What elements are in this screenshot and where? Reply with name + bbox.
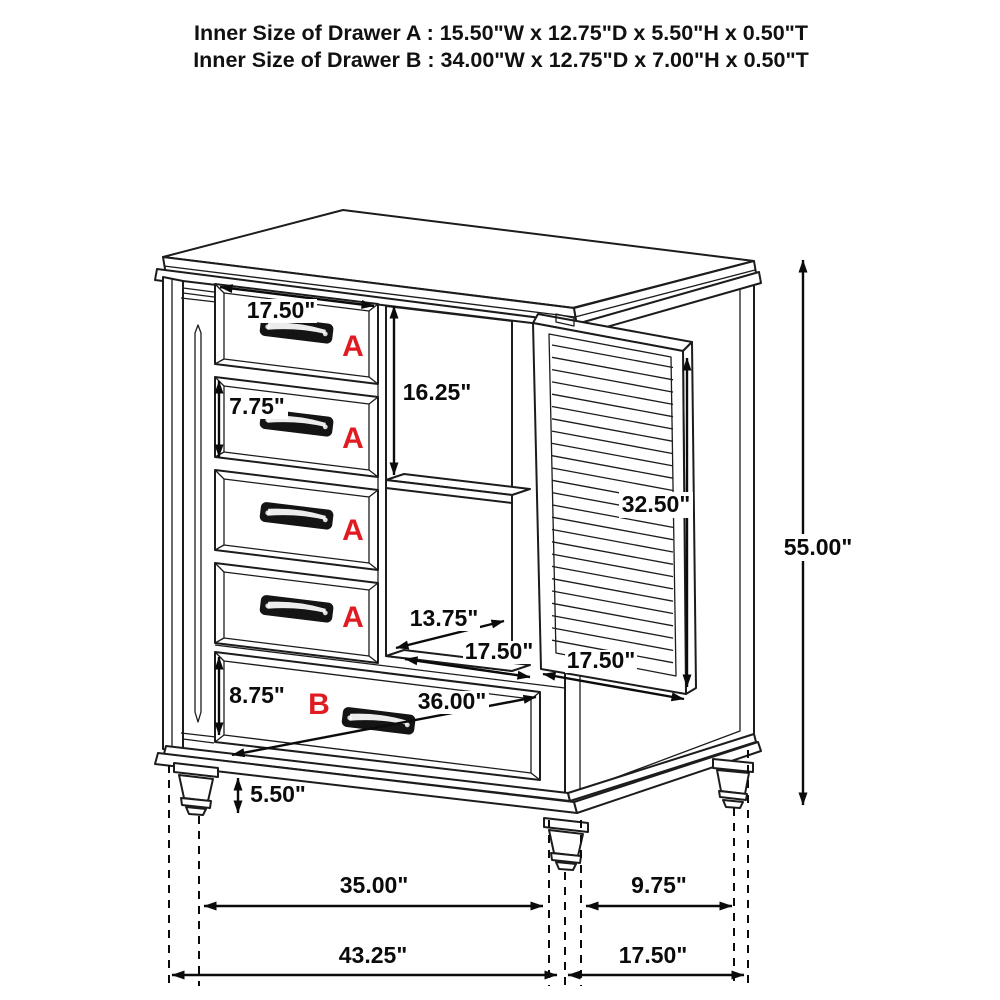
label-drawer-b: B <box>308 688 330 721</box>
dim-overall-width: 43.25" <box>339 942 407 968</box>
extension-lines <box>168 750 749 986</box>
back-right-leg <box>712 758 754 809</box>
dim-drawer-a-width: 17.50" <box>247 297 315 323</box>
label-drawer-a-3: A <box>342 514 364 547</box>
front-left-leg <box>173 762 219 816</box>
dimension-arrows <box>171 259 808 980</box>
dim-drawer-a-height: 7.75" <box>229 393 285 419</box>
dim-compartment-depth: 13.75" <box>410 605 478 631</box>
dim-overall-depth: 17.50" <box>619 942 687 968</box>
louvered-door <box>532 313 697 695</box>
dim-upper-compartment-height: 16.25" <box>403 379 471 405</box>
dim-drawer-b-width: 36.00" <box>418 688 486 714</box>
base-molding <box>154 733 762 814</box>
dim-leg-height: 5.50" <box>250 781 306 807</box>
label-drawer-a-1: A <box>342 330 364 363</box>
dim-door-height: 32.50" <box>622 491 690 517</box>
dimension-labels: 17.50" 7.75" 16.25" 32.50" 55.00" 13.75"… <box>226 297 858 968</box>
front-right-leg <box>543 817 589 871</box>
hinge-icon <box>555 313 575 327</box>
dim-overall-height: 55.00" <box>784 534 852 560</box>
label-drawer-a-4: A <box>342 601 364 634</box>
label-drawer-a-2: A <box>342 422 364 455</box>
door-louvers <box>551 344 674 664</box>
title-block: Inner Size of Drawer A : 15.50"W x 12.75… <box>193 21 809 72</box>
dim-compartment-width: 17.50" <box>465 638 533 664</box>
dim-door-width: 17.50" <box>567 647 635 673</box>
title-line-1: Inner Size of Drawer A : 15.50"W x 12.75… <box>194 21 808 45</box>
dim-front-leg-span: 35.00" <box>340 872 408 898</box>
title-line-2: Inner Size of Drawer B : 34.00"W x 12.75… <box>193 48 809 72</box>
rail-line <box>214 644 566 689</box>
dim-drawer-b-height: 8.75" <box>229 682 285 708</box>
dim-side-leg-span: 9.75" <box>631 872 687 898</box>
drawer-letter-labels: A A A A B <box>308 330 364 721</box>
